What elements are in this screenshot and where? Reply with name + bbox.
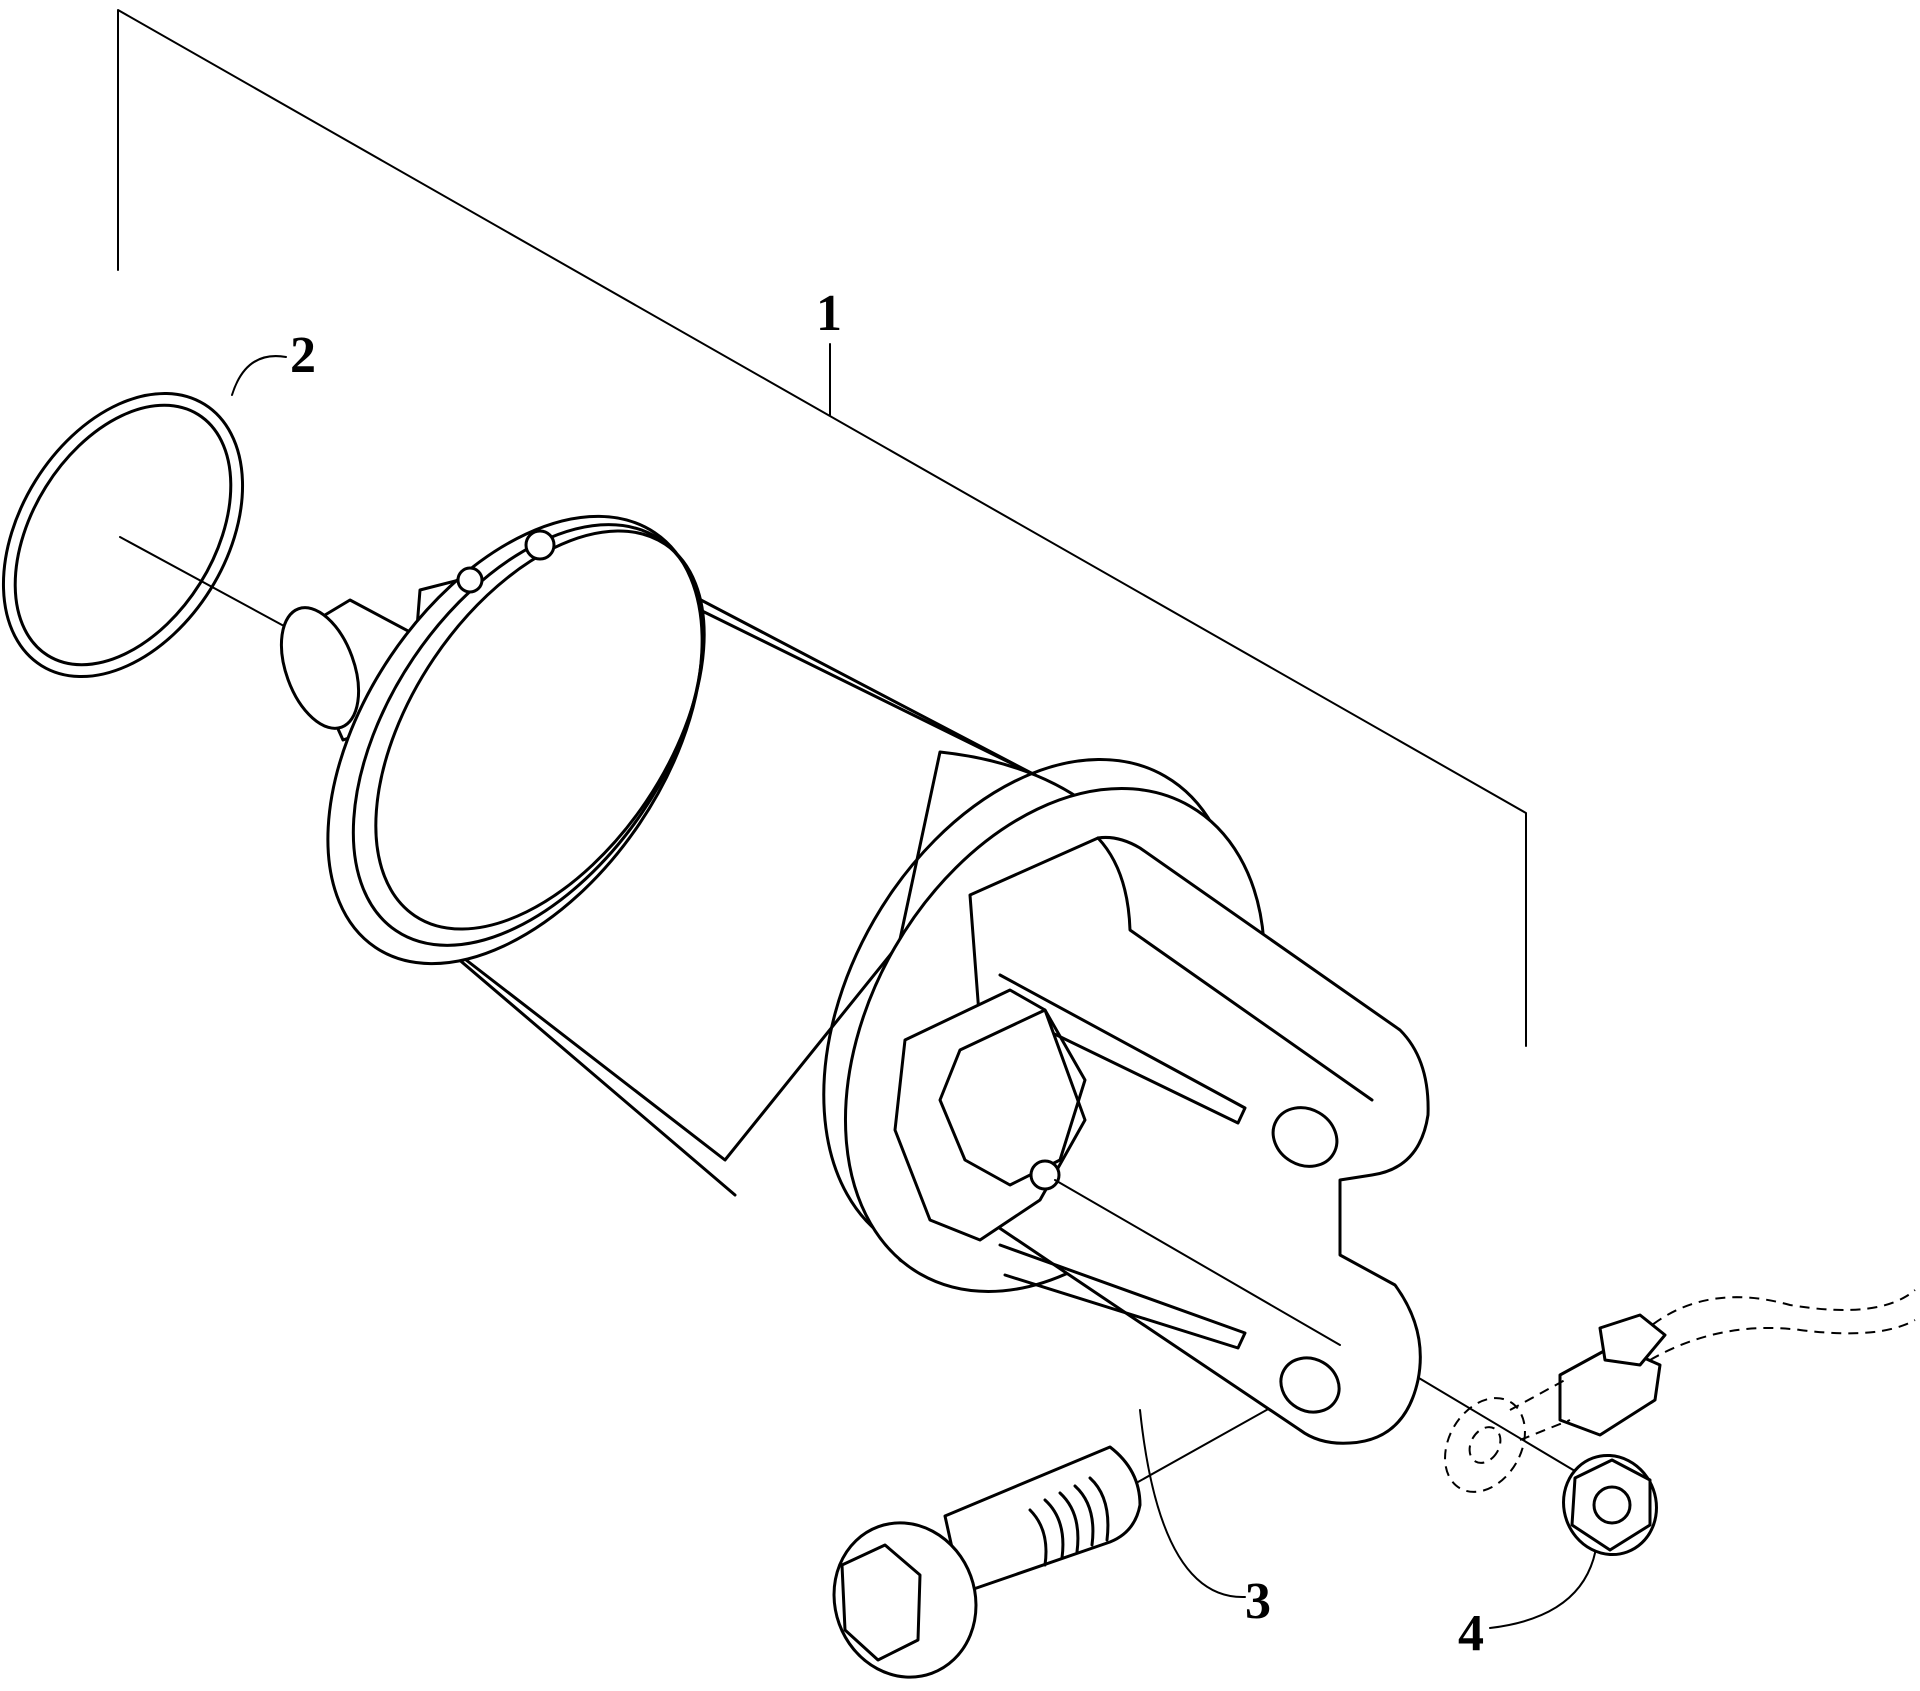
terminal-connector: [893, 988, 1341, 1346]
assembly-bracket: [117, 9, 1527, 1047]
callout-3: 3: [1245, 1573, 1271, 1630]
callout-4: 4: [1458, 1605, 1484, 1662]
wire-harness: [1444, 1289, 1916, 1493]
mounting-hole-lower: [1279, 1356, 1341, 1414]
flange-bolt: [832, 1445, 1142, 1679]
callout-1: 1: [816, 285, 842, 342]
terminal-stud: [1029, 1159, 1061, 1191]
mounting-arm: [968, 836, 1430, 1445]
callout-2: 2: [290, 327, 316, 384]
flange-stud: [456, 566, 484, 594]
front-flange: [326, 514, 706, 966]
ring-terminal: [1444, 1397, 1526, 1493]
flange-stud: [524, 529, 556, 561]
mounting-hole-upper: [1271, 1106, 1339, 1168]
nut-bore: [1592, 1485, 1632, 1525]
flange-nut: [1562, 1453, 1658, 1557]
nut-hex: [1570, 1458, 1652, 1552]
bolt-hex-head: [840, 1543, 922, 1662]
o-ring: [1, 391, 245, 679]
solenoid-body: [279, 514, 1430, 1445]
